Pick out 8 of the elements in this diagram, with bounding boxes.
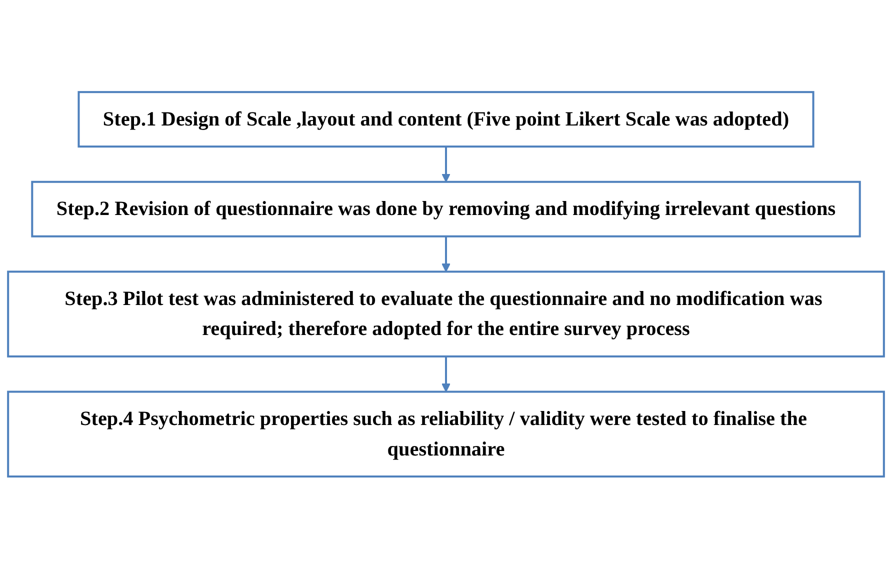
node-box	[78, 90, 814, 148]
node-box	[31, 180, 861, 238]
node-box	[7, 270, 885, 358]
node-box	[7, 390, 885, 478]
flowchart: Step.1 Design of Scale ,layout and content (Five point Likert Scale was adopted) Step.2 Revision of questionnaire was done by removing and modifying irrelevant questions Step.3 Pilot test was administered to evaluate the questionnaire and no modification was required; therefore adopted for the entire survey process Step.4 Psychometric properties such as reliability / validity were tested to finalise the questionnaire	[0, 84, 892, 484]
arrow	[442, 236, 450, 272]
arrow	[442, 146, 450, 182]
arrow	[442, 356, 450, 392]
